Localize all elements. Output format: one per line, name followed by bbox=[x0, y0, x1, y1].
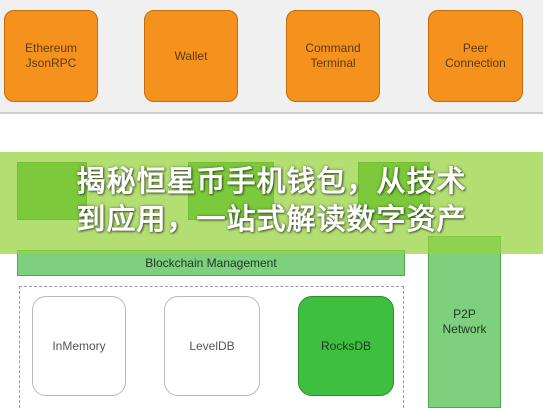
peer-connection-box: Peer Connection bbox=[428, 10, 523, 102]
inmemory-box: InMemory bbox=[32, 296, 126, 396]
blockchain-management-bar: Blockchain Management bbox=[17, 250, 405, 276]
top-divider bbox=[0, 112, 543, 114]
headline-overlay bbox=[0, 152, 543, 254]
ethereum-jsonrpc-box: Ethereum JsonRPC bbox=[4, 10, 98, 102]
p2p-network-box: P2P Network bbox=[428, 236, 501, 408]
headline-line-2: 到应用，一站式解读数字资产 bbox=[76, 202, 467, 236]
leveldb-box: LevelDB bbox=[164, 296, 260, 396]
command-terminal-box: Command Terminal bbox=[286, 10, 380, 102]
storage-group bbox=[19, 286, 404, 408]
rocksdb-box: RocksDB bbox=[298, 296, 394, 396]
wallet-box: Wallet bbox=[144, 10, 238, 102]
headline-line-1: 揭秘恒星币手机钱包，从技术 bbox=[76, 164, 467, 198]
headline: 揭秘恒星币手机钱包，从技术 到应用，一站式解读数字资产 bbox=[0, 162, 543, 238]
